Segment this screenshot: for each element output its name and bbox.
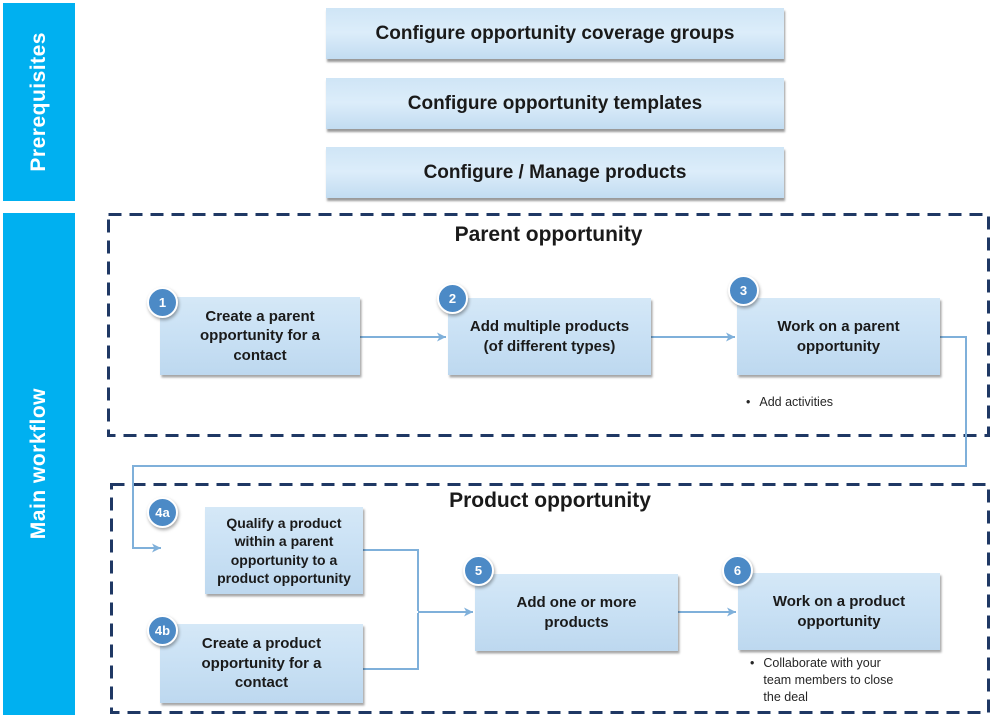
prerequisite-box-templates: Configure opportunity templates [326,78,784,129]
step-number-badge-4a: 4a [147,497,178,528]
step-number-badge-4b: 4b [147,615,178,646]
step-label: Qualify a product within a parent opport… [217,515,351,586]
step-number-badge-6: 6 [722,555,753,586]
step-number-badge-3: 3 [728,275,759,306]
step-number: 4b [154,623,171,638]
step-number: 2 [448,291,457,306]
step-box-create-parent-opportunity: Create a parent opportunity for a contac… [160,297,360,375]
step6-note-collaborate: • Collaborate with your team members to … [750,655,935,706]
step3-note-add-activities: • Add activities [746,394,916,411]
prerequisite-label: Configure opportunity coverage groups [375,22,735,44]
step-number: 4a [155,505,170,520]
step-box-add-multiple-products: Add multiple products (of different type… [448,298,651,375]
step-box-create-product-opportunity: Create a product opportunity for a conta… [160,624,363,703]
step-label: Create a parent opportunity for a contac… [200,307,320,364]
bullet-icon: • [746,395,751,409]
prerequisite-box-coverage-groups: Configure opportunity coverage groups [326,8,784,59]
step-number-badge-2: 2 [437,283,468,314]
step-label: Add one or more products [516,594,637,631]
prerequisite-label: Configure opportunity templates [407,92,703,114]
connector-step4b-junction [363,613,419,670]
step-number: 1 [158,295,167,310]
step-label: Add multiple products (of different type… [469,318,630,355]
step-box-qualify-product: Qualify a product within a parent opport… [205,507,363,594]
note-text: Collaborate with your team members to cl… [763,656,894,704]
prerequisites-sidebar-bar: Prerequisites [3,3,75,201]
step-box-add-one-or-more-products: Add one or more products [475,574,678,651]
note-text: Add activities [759,395,834,409]
main-workflow-sidebar-label: Main workflow [27,388,50,540]
connector-step4a-junction [363,549,419,611]
bullet-icon: • [750,656,755,670]
step-number: 3 [739,283,748,298]
main-workflow-sidebar-bar: Main workflow [3,213,75,715]
step-number: 5 [474,563,483,578]
step-number-badge-1: 1 [147,287,178,318]
step-label: Create a product opportunity for a conta… [201,635,322,692]
step-label: Work on a parent opportunity [777,318,900,355]
step-number: 6 [733,563,742,578]
prerequisite-box-products: Configure / Manage products [326,147,784,198]
product-opportunity-section-title: Product opportunity [449,489,651,512]
step-box-work-on-product-opportunity: Work on a product opportunity [738,573,940,650]
prerequisites-sidebar-label: Prerequisites [27,32,50,172]
parent-opportunity-section-title: Parent opportunity [454,223,643,246]
prerequisite-label: Configure / Manage products [423,161,687,183]
step-box-work-on-parent-opportunity: Work on a parent opportunity [737,298,940,375]
step-number-badge-5: 5 [463,555,494,586]
step-label: Work on a product opportunity [772,593,906,630]
